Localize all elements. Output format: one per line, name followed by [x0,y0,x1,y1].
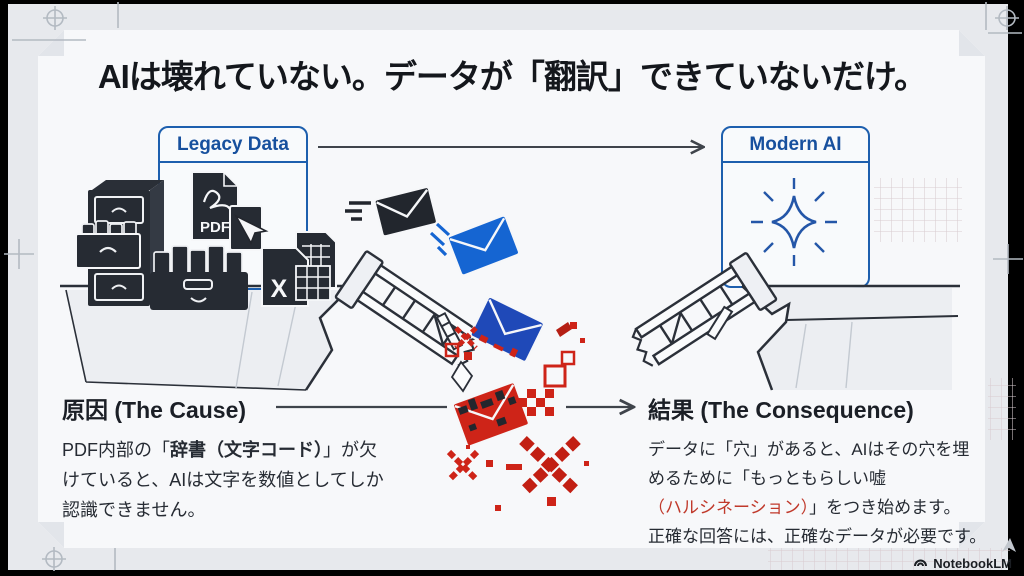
cause-section: 原因 (The Cause) PDF内部の「辞書（文字コード）」が欠けていると、… [62,391,442,525]
cause-body: PDF内部の「辞書（文字コード）」が欠けていると、AIは文字を数値としてしか認識… [62,440,384,520]
legacy-data-box: Legacy Data [158,126,308,290]
cause-heading: 原因 (The Cause) [62,397,247,423]
modern-ai-label: Modern AI [723,128,868,163]
page-title: AIは壊れていない。データが「翻訳」できていないだけ。 [97,58,927,95]
watermark: NotebookLM [913,556,1012,571]
legacy-data-label: Legacy Data [160,128,306,163]
modern-ai-box: Modern AI [721,126,870,288]
watermark-text: NotebookLM [933,556,1012,571]
consequence-section: 結果 (The Consequence) データに「穴」があると、AIはその穴を… [648,391,987,551]
consequence-body: データに「穴」があると、AIはその穴を埋めるために「もっともらしい嘘（ハルシネー… [648,440,987,546]
consequence-heading: 結果 (The Consequence) [648,397,914,423]
notebooklm-logo-icon [914,559,928,567]
